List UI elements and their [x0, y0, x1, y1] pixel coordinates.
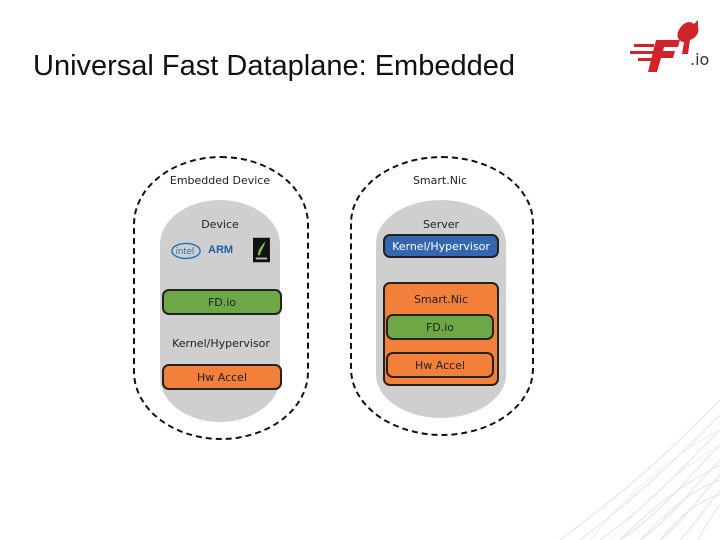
- right-fdio-layer: FD.io: [386, 314, 494, 340]
- left-fdio-layer: FD.io: [162, 289, 282, 315]
- smartnic-heading: Smart.Nic: [412, 174, 468, 187]
- svg-text:intel: intel: [176, 246, 195, 256]
- smartnic-card-label: Smart.Nic: [413, 293, 469, 306]
- smartnic-outline: [350, 156, 534, 436]
- arm-logo: ARM: [208, 244, 234, 256]
- device-label: Device: [201, 218, 239, 231]
- logo-text: .io: [690, 50, 710, 69]
- embedded-device-outline: [133, 156, 309, 440]
- decorative-swirl: [559, 399, 720, 540]
- cavium-logo: [253, 237, 270, 263]
- fdio-logo: [630, 20, 699, 72]
- slide-title: Universal Fast Dataplane: Embedded: [33, 50, 515, 82]
- left-kernel-hypervisor-layer: Kernel/Hypervisor: [172, 336, 270, 350]
- server-label: Server: [422, 218, 460, 231]
- embedded-device-heading: Embedded Device: [169, 174, 271, 187]
- left-hw-accel-layer: Hw Accel: [162, 364, 282, 390]
- vendor-logos: intel ARM: [170, 236, 270, 264]
- intel-logo: intel: [171, 242, 201, 260]
- right-kernel-hypervisor-layer: Kernel/Hypervisor: [383, 234, 499, 258]
- right-hw-accel-layer: Hw Accel: [386, 352, 494, 378]
